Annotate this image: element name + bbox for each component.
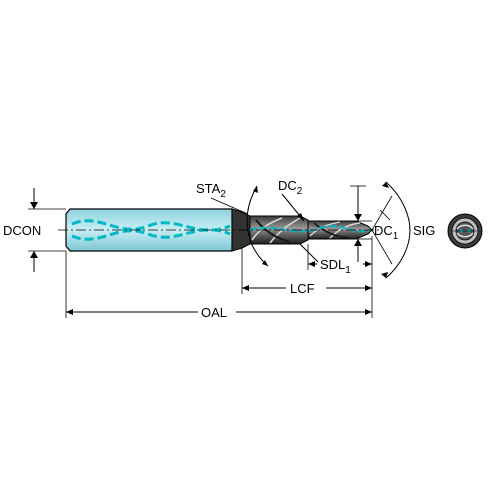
oal-dimension xyxy=(65,236,373,319)
dc1-label: DC1 xyxy=(374,223,399,242)
sta2-angle xyxy=(210,185,269,267)
dc1-dimension xyxy=(350,185,372,262)
drill-end-view xyxy=(447,213,483,249)
oal-label: OAL xyxy=(201,305,227,320)
dcon-label: DCON xyxy=(3,223,41,238)
sdl1-dimension xyxy=(307,244,372,272)
sta2-label: STA2 xyxy=(196,181,226,200)
sdl1-label: SDL1 xyxy=(320,257,351,276)
sig-angle xyxy=(371,181,411,279)
sig-label: SIG xyxy=(413,223,435,238)
dc2-label: DC2 xyxy=(278,178,303,197)
lcf-label: LCF xyxy=(290,281,315,296)
dc2-dimension xyxy=(281,193,319,263)
drill-body-pilot xyxy=(249,220,373,240)
lcf-dimension xyxy=(241,248,372,295)
dcon-dimension xyxy=(28,188,66,272)
